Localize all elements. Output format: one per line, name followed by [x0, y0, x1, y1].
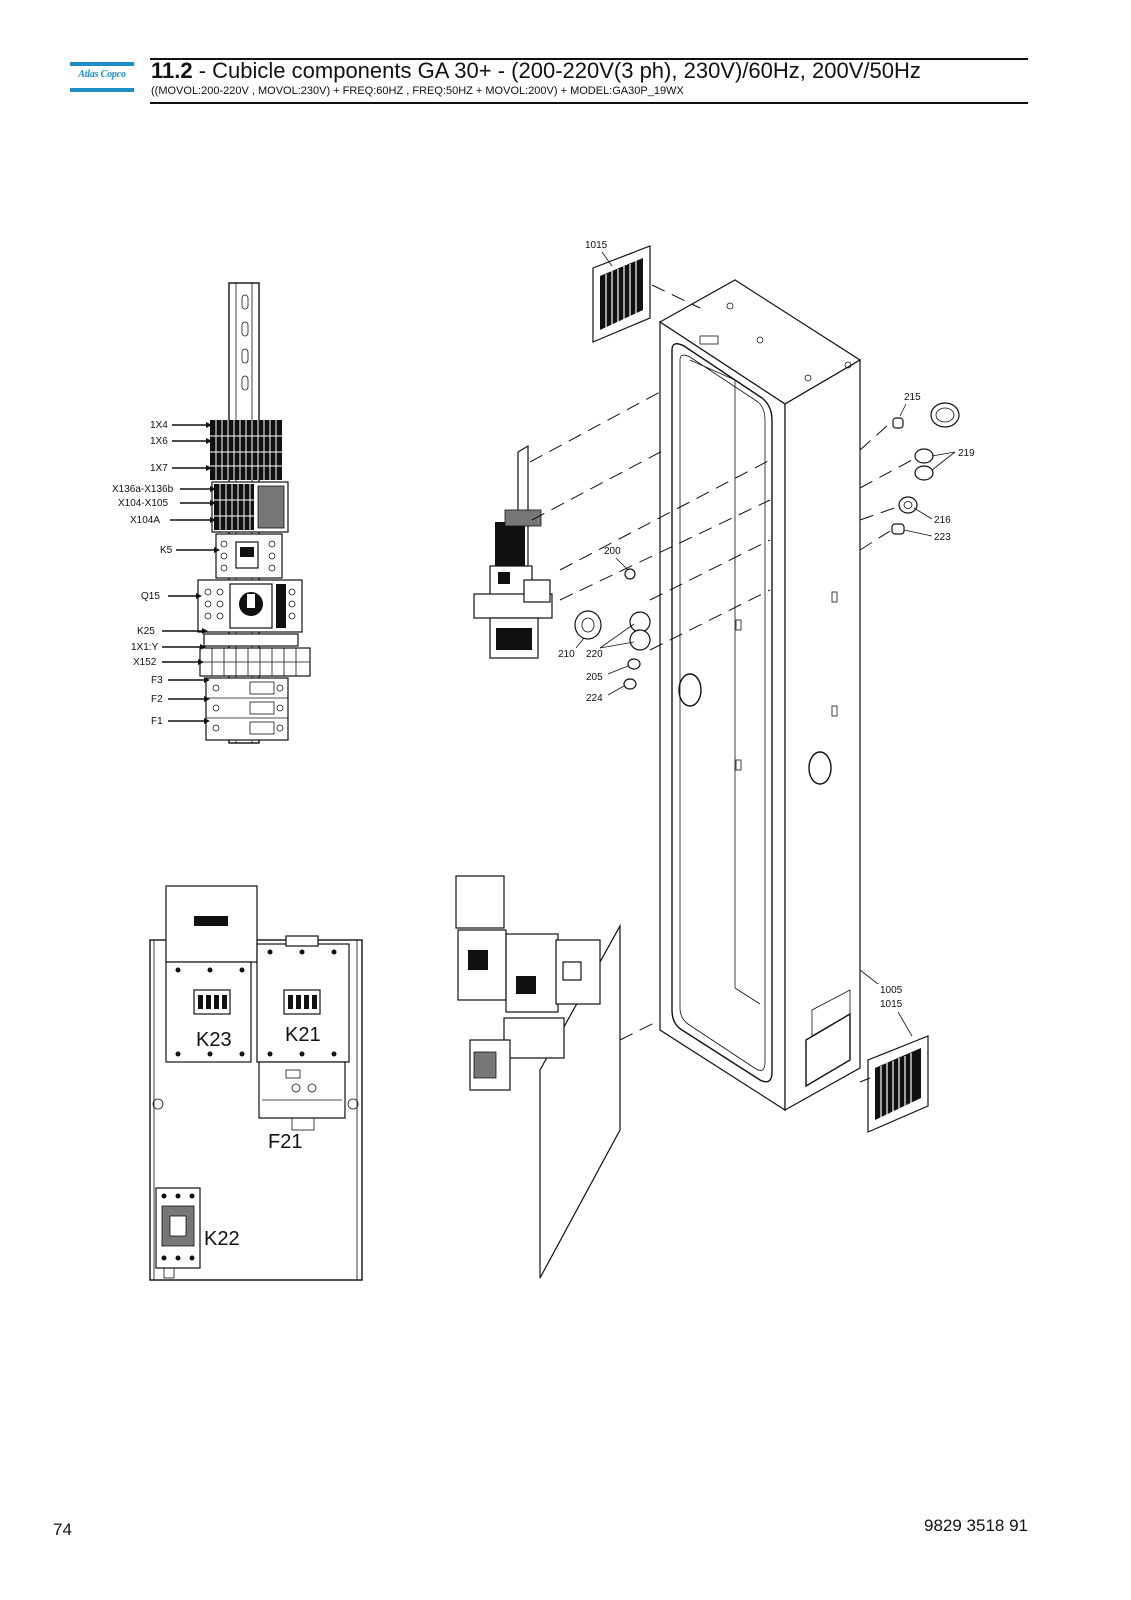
part-number-group: 1015 215 219 216 223 200 210 220 205 224…: [558, 240, 975, 1037]
panel-label-k23: K23: [196, 1029, 232, 1051]
atlas-copco-logo: Atlas Copco: [70, 62, 134, 92]
rail-label-k25: K25: [137, 626, 155, 637]
part-label-200: 200: [604, 546, 621, 557]
part-label-223: 223: [934, 532, 951, 543]
part-label-1005: 1005: [880, 985, 903, 996]
rail-label-1x1y: 1X1:Y: [131, 642, 159, 653]
rail-label-x104a: X104A: [130, 515, 160, 526]
part-label-224: 224: [586, 693, 603, 704]
section-title: - Cubicle components GA 30+ - (200-220V(…: [192, 58, 921, 83]
part-label-205: 205: [586, 672, 603, 683]
header-rule-bottom: [150, 102, 1028, 104]
rail-label-x152: X152: [133, 657, 157, 668]
part-label-220: 220: [586, 649, 603, 660]
panel-label-k22: K22: [204, 1228, 240, 1250]
part-label-1015-top: 1015: [585, 240, 608, 251]
page-number: 74: [53, 1520, 72, 1539]
header-rule-top: [150, 58, 1028, 60]
rail-label-1x6: 1X6: [150, 436, 168, 447]
part-label-219: 219: [958, 448, 975, 459]
rail-label-x136a-x136b: X136a-X136b: [112, 484, 174, 495]
part-label-216: 216: [934, 515, 951, 526]
rail-label-q15: Q15: [141, 591, 160, 602]
rail-label-group: 1X4 1X6 1X7 X136a-X136b X104-X105 X104A …: [112, 420, 220, 727]
part-label-215: 215: [904, 392, 921, 403]
rail-label-x104-x105: X104-X105: [118, 498, 168, 509]
part-label-210: 210: [558, 649, 575, 660]
page-title: 11.2 - Cubicle components GA 30+ - (200-…: [151, 58, 921, 84]
cable-glands: [574, 402, 960, 690]
din-rail-exploded: [473, 444, 553, 659]
contactor-panel-exploded: [455, 875, 621, 1279]
part-label-1015-bottom: 1015: [880, 999, 903, 1010]
rail-label-1x4: 1X4: [150, 420, 168, 431]
din-rail-assembly: [197, 282, 311, 744]
ventilation-grille-bottom: [867, 1035, 929, 1133]
explosion-lines: [529, 284, 913, 1083]
cabinet-enclosure: [658, 279, 862, 1112]
cubicle-panel: K23 K21 F21 K22: [149, 885, 363, 1281]
page-subtitle: ((MOVOL:200-220V , MOVOL:230V) + FREQ:60…: [151, 85, 684, 97]
panel-label-f21: F21: [268, 1131, 302, 1153]
rail-label-1x7: 1X7: [150, 463, 168, 474]
rail-label-f2: F2: [151, 694, 163, 705]
document-number: 9829 3518 91: [924, 1516, 1028, 1535]
rail-label-f3: F3: [151, 675, 163, 686]
section-number: 11.2: [151, 58, 193, 83]
ventilation-grille-top: [592, 245, 651, 343]
rail-label-f1: F1: [151, 716, 163, 727]
panel-label-k21: K21: [285, 1024, 321, 1046]
rail-label-k5: K5: [160, 545, 173, 556]
logo-text: Atlas Copco: [78, 69, 126, 80]
